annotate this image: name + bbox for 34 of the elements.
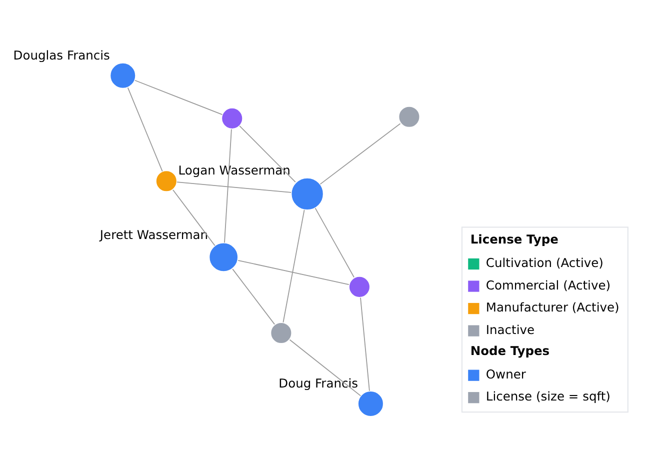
connector [360,296,370,391]
legend-label: Cultivation (Active) [486,256,604,270]
connector [239,125,296,182]
label: License Type [470,232,558,246]
node-circle [270,321,292,344]
connector [238,259,350,285]
connector [314,207,354,278]
node-circle [398,105,420,128]
node-circle [290,176,324,210]
node-circle [357,390,384,417]
node-circle [110,62,136,88]
connector [172,188,216,246]
legend-label: Inactive [486,322,535,336]
connector [127,86,163,172]
connector [282,208,305,322]
node-label: Jerett Wasserman [100,228,208,242]
legend-label: License (size = sqft) [486,389,610,404]
connector [289,338,362,396]
connector [176,181,292,192]
legend-label: Owner [486,366,526,381]
node-circle [208,242,239,272]
node-label: Doug Francis [278,376,358,390]
legend-label: Manufacturer (Active) [486,300,620,314]
connector [232,268,276,324]
connector [134,79,223,114]
node-circle [348,275,371,298]
label: Node Types [470,344,550,358]
node-label: Douglas Francis [13,48,110,62]
legend-label: Commercial (Active) [486,278,611,292]
node-circle [155,169,178,192]
connector [224,128,232,243]
node-circle [220,106,244,130]
connector [320,122,401,184]
node-label: Logan Wasserman [178,162,290,177]
